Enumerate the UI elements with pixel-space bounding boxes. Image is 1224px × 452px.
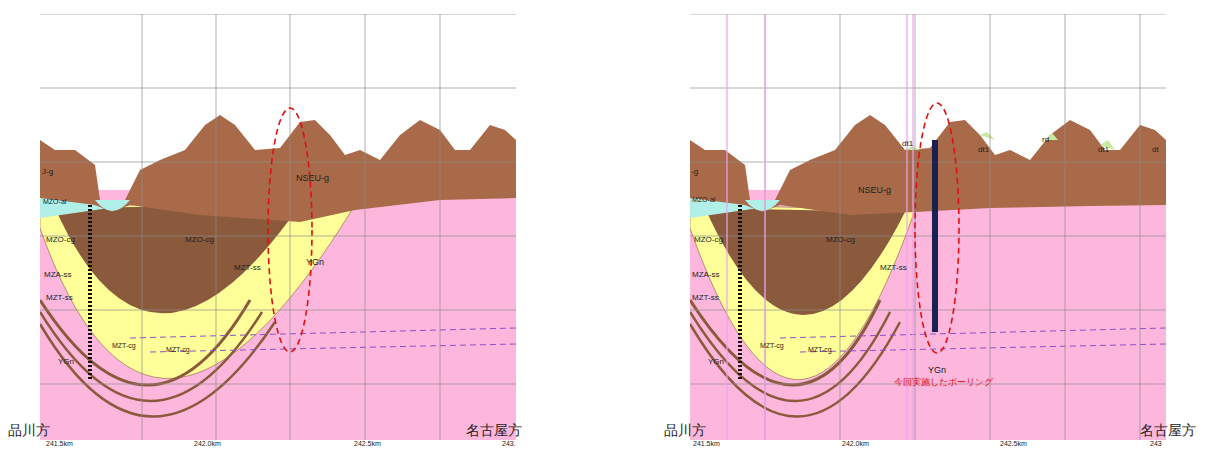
stratum-label: MZO-al [692, 196, 715, 204]
stratum-label: MZT-cg [760, 342, 784, 350]
chainage-label: 241.5km [693, 440, 720, 448]
chainage-label: 243 [1150, 440, 1162, 448]
stratum-label: YGn [708, 358, 724, 367]
chainage-label: 241.5km [46, 440, 73, 448]
stratum-label: MZA-ss [44, 271, 72, 280]
stratum-label: MZT-ss [692, 294, 719, 303]
stratum-label: MZO-cg [826, 236, 855, 245]
chainage-label: 242.0km [842, 440, 869, 448]
right-section [690, 14, 1166, 440]
stratum-label: NSEU-g [858, 186, 891, 196]
stratum-label: -g [691, 168, 698, 177]
stratum-label: MZO-al [43, 198, 66, 206]
stratum-label: dt1 [978, 146, 989, 155]
stratum-label: YGn [58, 358, 74, 367]
stratum-label: YGn [928, 366, 946, 376]
stratum-label: MZT-ss [880, 264, 907, 273]
direction-label: 名古屋方 [466, 423, 522, 438]
stratum-label: MZT-cg [166, 346, 190, 354]
direction-label: 名古屋方 [1140, 423, 1196, 438]
stratum-label: 今回実施したボーリング [894, 378, 993, 388]
chainage-label: 243. [502, 440, 516, 448]
stratum-label: dt [1152, 146, 1159, 155]
stratum-label: NSEU-g [296, 174, 329, 184]
stratum-label: J-g [42, 168, 53, 177]
stratum-label: YGn [306, 258, 324, 268]
chainage-label: 242.5km [1000, 440, 1027, 448]
direction-label: 品川方 [664, 423, 706, 438]
left-section [40, 14, 516, 440]
stratum-label: MZT-cg [808, 346, 832, 354]
direction-label: 品川方 [8, 423, 50, 438]
stratum-label: MZO-cg [185, 236, 214, 245]
stratum-label: MZT-cg [112, 342, 136, 350]
stratum-label: MZO-cg [694, 236, 723, 245]
stratum-label: MZT-ss [234, 264, 261, 273]
stratum-label: dt1 [1098, 146, 1109, 155]
stratum-label: MZT-ss [46, 294, 73, 303]
stratum-label: dt1 [902, 140, 913, 149]
stratum-label: MZO-cg [46, 236, 75, 245]
chainage-label: 242.0km [194, 440, 221, 448]
stratum-label: rd [1042, 136, 1049, 145]
stratum-label: MZA-ss [692, 271, 720, 280]
chainage-label: 242.5km [354, 440, 381, 448]
